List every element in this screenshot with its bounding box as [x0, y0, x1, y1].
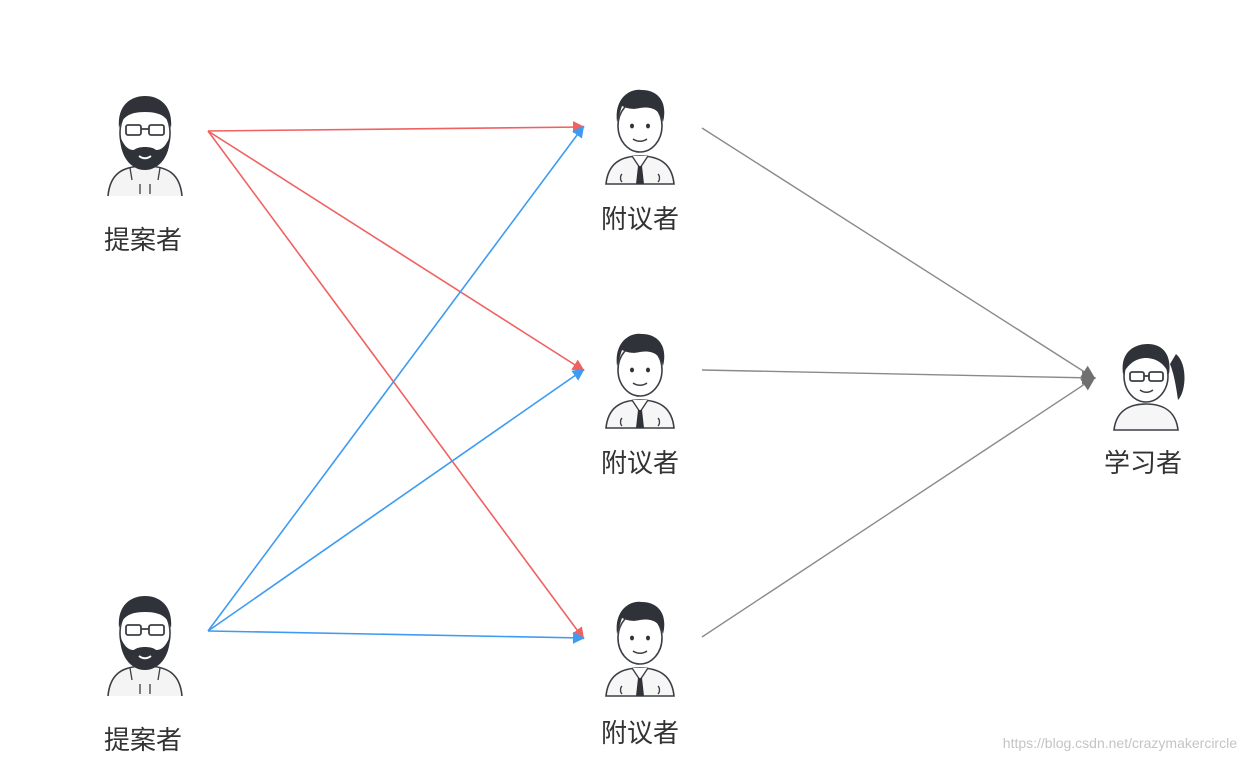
seconder-1-label: 附议者 — [600, 205, 679, 235]
seconder-2-label: 附议者 — [600, 449, 679, 479]
bearded-man-glasses-icon — [107, 596, 183, 697]
businessman-tie-icon — [605, 601, 675, 697]
proposer-2-label: 提案者 — [103, 726, 182, 756]
edge-seconder_2-to-learner — [701, 369, 1096, 385]
edge-proposer_1-to-seconder_2 — [207, 130, 585, 372]
businessman-tie-icon — [605, 89, 675, 185]
bearded-man-glasses-icon — [107, 96, 183, 197]
edge-proposer_2-to-seconder_1 — [207, 125, 585, 632]
seconder-3-label: 附议者 — [600, 719, 679, 749]
edge-proposer_2-to-seconder_2 — [207, 368, 585, 632]
businessman-tie-icon — [605, 333, 675, 429]
edge-proposer_2-to-seconder_3 — [207, 630, 585, 644]
edge-proposer_1-to-seconder_3 — [207, 130, 585, 640]
edge-seconder_3-to-learner — [701, 376, 1096, 638]
watermark-text: https://blog.csdn.net/crazymakercircle — [1002, 735, 1237, 751]
edge-proposer_1-to-seconder_1 — [207, 121, 585, 134]
proposer-1-label: 提案者 — [103, 226, 182, 256]
woman-glasses-ponytail-icon — [1113, 344, 1185, 431]
edge-seconder_1-to-learner — [701, 127, 1096, 380]
learner-label: 学习者 — [1103, 449, 1182, 479]
